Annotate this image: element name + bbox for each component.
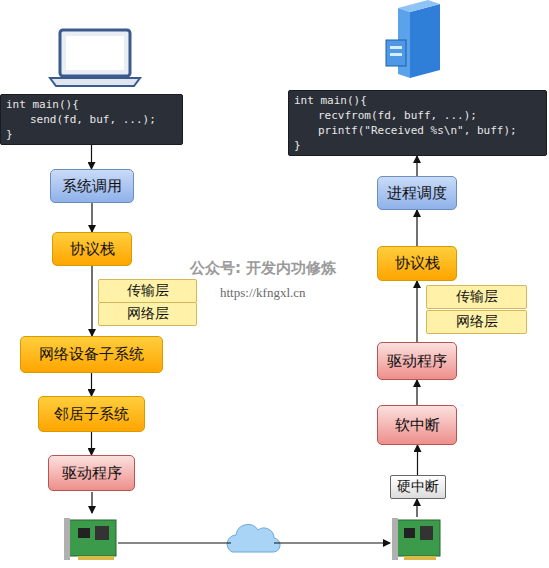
flow-arrow xyxy=(416,210,417,246)
code-line: int main(){ xyxy=(6,97,79,112)
flow-arrow xyxy=(416,281,417,342)
process-box: 传输层 xyxy=(98,279,197,303)
process-box: 网络层 xyxy=(98,302,197,326)
code-line: } xyxy=(6,127,13,142)
box-label: 网络层 xyxy=(127,305,169,323)
box-label: 软中断 xyxy=(395,416,440,435)
code-box: int main(){recvfrom(fd, buff, ...);print… xyxy=(288,90,547,156)
code-line: int main(){ xyxy=(294,93,367,108)
process-box: 软中断 xyxy=(377,405,457,445)
network-card xyxy=(392,518,440,560)
box-label: 传输层 xyxy=(127,282,169,300)
cloud-to-nic-arrow xyxy=(274,542,390,543)
process-box: 网络设备子系统 xyxy=(20,336,163,373)
process-box: 网络层 xyxy=(426,310,527,334)
process-box: 驱动程序 xyxy=(377,342,457,380)
flow-arrow xyxy=(417,445,418,475)
driver-to-nic-arrow xyxy=(91,492,92,513)
laptop-icon xyxy=(50,30,140,86)
flow-arrow xyxy=(91,266,92,336)
code-line: recvfrom(fd, buff, ...); xyxy=(294,108,477,123)
box-label: 协议栈 xyxy=(70,240,115,259)
box-label: 邻居子系统 xyxy=(54,405,129,424)
box-label: 进程调度 xyxy=(387,184,447,203)
process-box: 邻居子系统 xyxy=(38,396,145,432)
box-label: 网络设备子系统 xyxy=(39,345,144,364)
process-box: 系统调用 xyxy=(50,169,134,203)
nic-to-hardirq-arrow xyxy=(416,499,417,517)
flow-arrow xyxy=(416,380,417,405)
network-card xyxy=(64,518,116,560)
box-label: 驱动程序 xyxy=(387,352,447,371)
box-label: 协议栈 xyxy=(395,254,440,273)
code-line: send(fd, buf, ...); xyxy=(6,112,156,127)
process-box: 传输层 xyxy=(426,285,527,309)
watermark: https://kfngxl.cn xyxy=(220,285,306,301)
nic-to-cloud-wire xyxy=(118,542,231,543)
process-box: 协议栈 xyxy=(377,246,457,281)
flow-arrow xyxy=(91,432,92,455)
flow-arrow xyxy=(91,373,92,396)
process-box: 硬中断 xyxy=(390,475,446,499)
process-box: 进程调度 xyxy=(377,176,457,210)
box-label: 网络层 xyxy=(456,313,498,331)
box-label: 系统调用 xyxy=(62,177,122,196)
process-box: 驱动程序 xyxy=(48,455,135,491)
cloud-icon xyxy=(227,524,280,552)
code-box: int main(){send(fd, buf, ...);} xyxy=(0,94,183,145)
flow-arrow xyxy=(91,203,92,232)
code-line: printf("Received %s\n", buff); xyxy=(294,123,517,138)
box-label: 硬中断 xyxy=(397,478,439,496)
code-line: } xyxy=(294,138,301,153)
flow-arrow xyxy=(91,145,92,169)
box-label: 驱动程序 xyxy=(62,464,122,483)
flow-arrow xyxy=(416,156,417,176)
watermark: 公众号: 开发内功修炼 xyxy=(190,259,336,278)
box-label: 传输层 xyxy=(456,288,498,306)
process-box: 协议栈 xyxy=(52,232,132,266)
server-icon xyxy=(386,0,440,78)
